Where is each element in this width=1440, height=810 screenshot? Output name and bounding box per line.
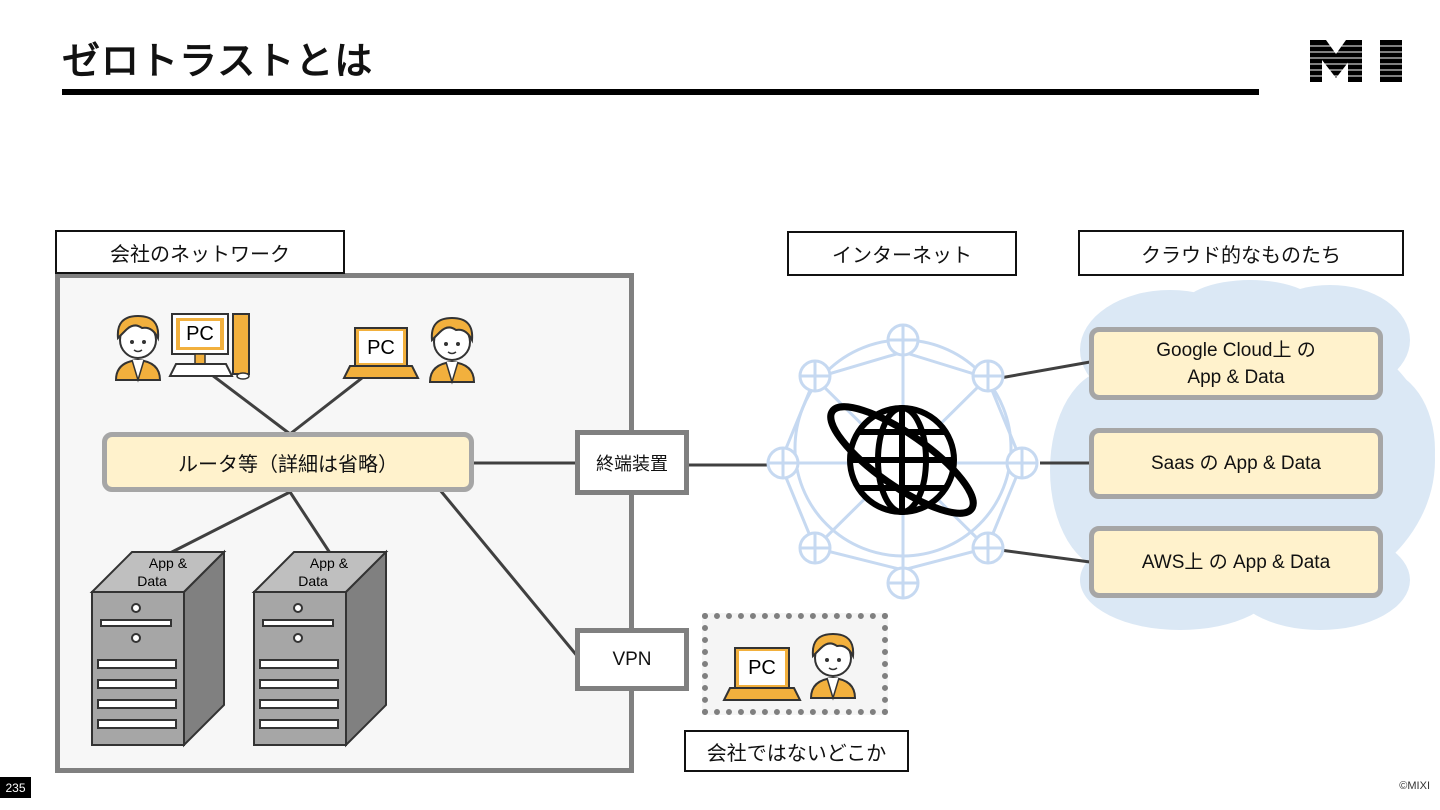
aws-app-box: AWS上 の App & Data (1089, 526, 1383, 598)
cloud-label: クラウド的なものたち (1078, 230, 1404, 276)
saas-app-box: Saas の App & Data (1089, 428, 1383, 499)
terminal-device-label: 終端装置 (596, 453, 668, 475)
pc-label-2: PC (367, 337, 395, 359)
aws-line1: AWS上 の App & Data (1141, 551, 1331, 573)
server-icon-1 (89, 549, 227, 748)
internet-label: インターネット (787, 231, 1017, 276)
laptop-icon-1 (342, 327, 420, 379)
slide-title: ゼロトラストとは (62, 39, 374, 83)
laptop-icon-remote (722, 647, 802, 701)
terminal-device-box: 終端装置 (575, 430, 689, 495)
google-cloud-app-box: Google Cloud上 の App & Data (1089, 327, 1383, 400)
person-icon-1 (115, 315, 161, 381)
outside-label: 会社ではないどこか (684, 730, 909, 772)
vpn-label: VPN (612, 648, 652, 670)
pc-label-3: PC (748, 657, 776, 679)
mixi-logo (1310, 40, 1402, 86)
desktop-pc-icon (168, 313, 250, 380)
pc-label-1: PC (186, 323, 214, 345)
person-icon-2 (429, 317, 475, 383)
globe-icon (827, 403, 977, 517)
title-underline (62, 89, 1259, 95)
person-icon-3 (810, 633, 856, 699)
google-cloud-line1: Google Cloud上 の (1156, 339, 1316, 361)
server-1-label-line1: App & (149, 555, 188, 571)
server-2-label-line2: Data (298, 573, 328, 589)
server-2-label-line1: App & (310, 555, 349, 571)
router-label: ルータ等（詳細は省略） (178, 451, 398, 476)
router-box: ルータ等（詳細は省略） (102, 432, 474, 492)
server-icon-2 (251, 549, 389, 748)
page-number: 235 (0, 777, 31, 798)
copyright: ©MIXI (1399, 780, 1430, 792)
google-cloud-line2: App & Data (1187, 366, 1285, 388)
saas-line1: Saas の App & Data (1150, 453, 1322, 474)
company-network-label: 会社のネットワーク (55, 230, 345, 274)
vpn-box: VPN (575, 628, 689, 691)
server-1-label-line2: Data (137, 573, 167, 589)
